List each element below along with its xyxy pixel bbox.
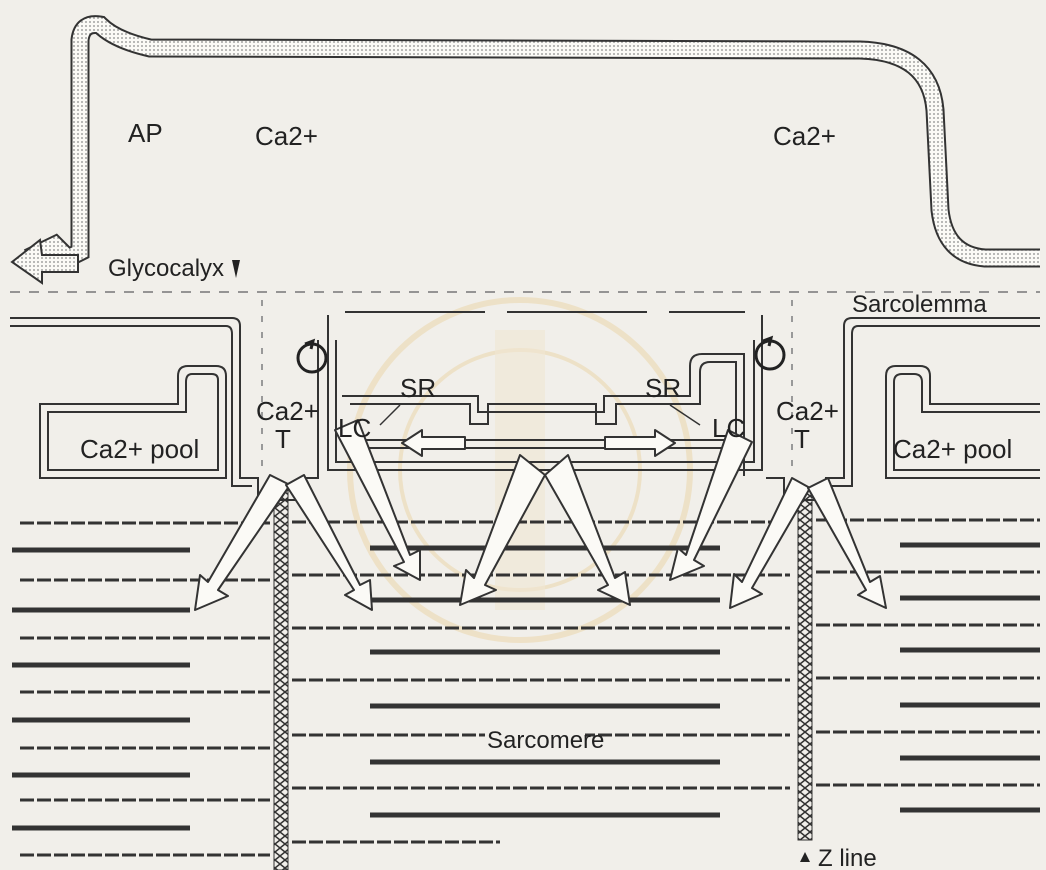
- calcium-pool-label-left: Ca2+ pool: [80, 434, 199, 464]
- z-line-right: [798, 490, 812, 840]
- sarcomere-label: Sarcomere: [487, 727, 604, 754]
- glycocalyx-marker-icon: [232, 260, 240, 278]
- z-line-marker-icon: [800, 852, 810, 862]
- calcium-pool-label-right: Ca2+ pool: [893, 434, 1012, 464]
- calcium-t-label-left: Ca2+: [256, 396, 319, 426]
- glycocalyx-label: Glycocalyx: [108, 255, 224, 282]
- t-tubule-label-left: T: [275, 424, 291, 454]
- calcium-t-label-right: Ca2+: [776, 396, 839, 426]
- lc-label-left: LC: [338, 413, 371, 443]
- sarcolemma-label: Sarcolemma: [852, 291, 987, 318]
- sr-label-left: SR: [400, 373, 436, 403]
- t-tubule-label-right: T: [794, 424, 810, 454]
- z-line-label: Z line: [818, 845, 877, 870]
- sr-label-right: SR: [645, 373, 681, 403]
- ap-label: AP: [128, 118, 163, 148]
- lc-label-right: LC: [712, 413, 745, 443]
- z-line-left: [274, 490, 288, 870]
- sr-pointer-left: [380, 405, 400, 425]
- calcium-label-left: Ca2+: [255, 121, 318, 151]
- action-potential-trace: [12, 25, 1040, 283]
- calcium-label-right: Ca2+: [773, 121, 836, 151]
